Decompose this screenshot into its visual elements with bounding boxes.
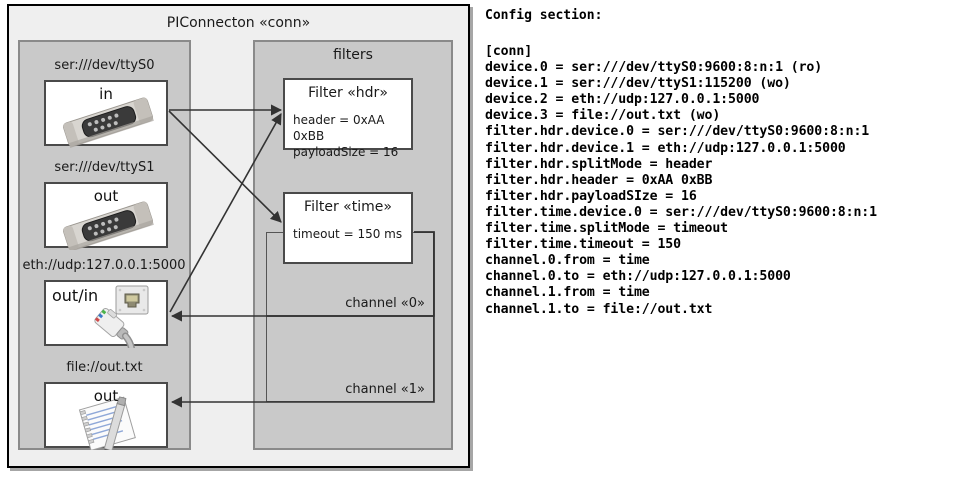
channel-1-pane: channel «1»: [266, 316, 434, 402]
config-section: Config section: [conn] device.0 = ser://…: [483, 0, 964, 484]
filter-hdr-props: header = 0xAA 0xBB payloadSize = 16: [293, 112, 411, 160]
filter-hdr-prop-payload: payloadSize = 16: [293, 145, 399, 159]
device-box-ttyS0[interactable]: in: [44, 80, 168, 148]
filter-time-title: Filter «time»: [304, 199, 392, 215]
channel-0-label: channel «0»: [345, 296, 425, 311]
device-label-ttyS1: ser:///dev/ttyS1: [54, 160, 155, 175]
filter-hdr-prop-header: header = 0xAA 0xBB: [293, 113, 385, 143]
architecture-diagram: PIConnecton «conn» ser:///dev/ttyS0 in: [0, 0, 478, 484]
device-io-file: out: [93, 387, 119, 405]
filters-panel-title: filters: [333, 47, 373, 63]
device-box-ttyS1[interactable]: out: [44, 182, 168, 250]
device-io-eth: out/in: [52, 286, 99, 305]
filter-hdr-title: Filter «hdr»: [308, 85, 388, 101]
diagram-title: PIConnecton «conn»: [166, 15, 311, 31]
channel-1-label: channel «1»: [345, 382, 425, 397]
device-box-file[interactable]: out: [44, 382, 168, 450]
serial-port-icon: [62, 201, 154, 250]
device-io-ttyS1: out: [93, 187, 119, 205]
serial-port-icon: [62, 97, 154, 148]
config-text-block: [conn] device.0 = ser:///dev/ttyS0:9600:…: [485, 44, 877, 317]
filter-time-props: timeout = 150 ms: [293, 226, 402, 242]
device-label-ttyS0: ser:///dev/ttyS0: [54, 58, 155, 73]
device-io-ttyS0: in: [99, 85, 113, 103]
filter-box-time[interactable]: Filter «time» timeout = 150 ms: [283, 192, 413, 264]
device-label-eth: eth://udp:127.0.0.1:5000: [22, 258, 186, 273]
device-box-eth[interactable]: out/in: [44, 280, 168, 348]
filter-box-hdr[interactable]: Filter «hdr» header = 0xAA 0xBB payloadS…: [283, 78, 413, 159]
filter-time-prop-timeout: timeout = 150 ms: [293, 227, 403, 241]
text-file-icon: [78, 396, 136, 450]
config-heading: Config section:: [485, 8, 603, 23]
ethernet-jack-icon: [94, 285, 149, 348]
device-label-file: file://out.txt: [66, 360, 143, 375]
